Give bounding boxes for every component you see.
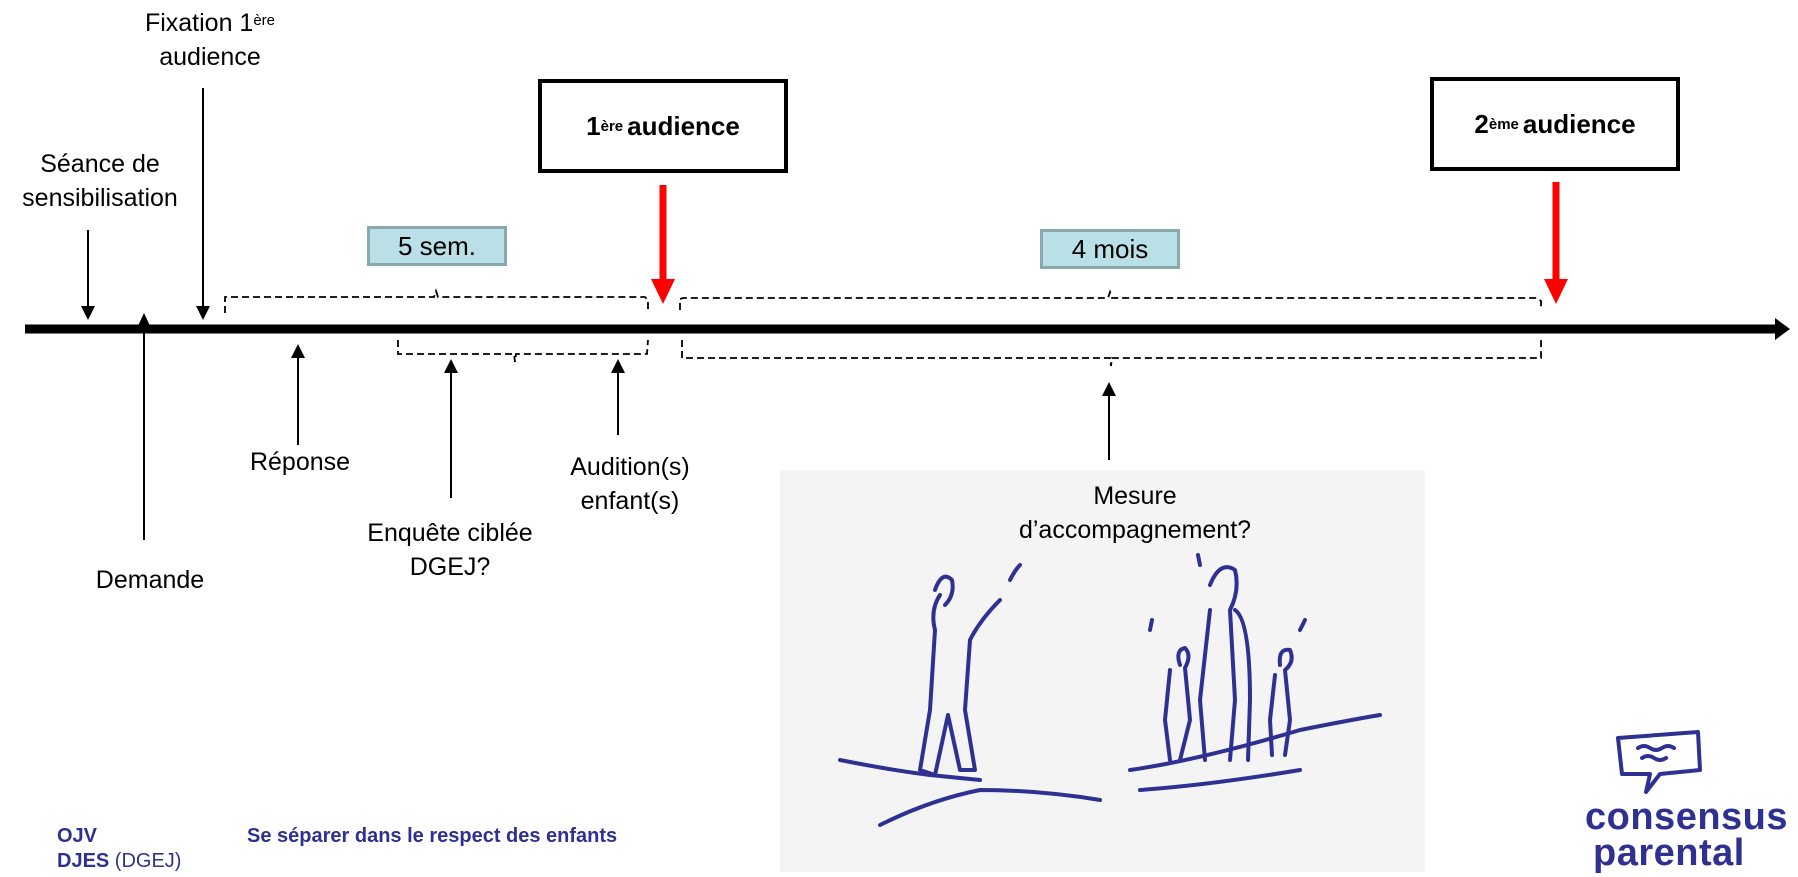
- audition-label: Audition(s) enfant(s): [570, 453, 690, 515]
- timeline-arrowhead: [1775, 318, 1790, 340]
- duration-five-weeks: 5 sem.: [367, 226, 507, 266]
- illustration-drawing: [838, 553, 1382, 827]
- reponse-label: Réponse: [249, 448, 351, 476]
- footer-org-ojv: OJV: [57, 825, 98, 847]
- brace-investigation: [397, 339, 649, 363]
- enquete-label: Enquête ciblée DGEJ?: [367, 519, 533, 581]
- logo-wordmark-line1: consensus: [1585, 796, 1789, 838]
- demande-label: Demande: [95, 566, 205, 594]
- brace-four-months: [679, 289, 1542, 310]
- duration-four-months: 4 mois: [1040, 229, 1180, 269]
- speech-bubble-logo-icon: [1616, 730, 1702, 794]
- mesure-label: Mesure d’accompagnement?: [1010, 479, 1260, 547]
- brace-five-weeks: [224, 288, 649, 313]
- footer-tagline: Se séparer dans le respect des enfants: [247, 825, 618, 847]
- brace-measure: [681, 340, 1542, 367]
- seance-label: Séance de sensibilisation: [22, 150, 178, 212]
- fixation-label: Fixation 1ère audience: [144, 9, 276, 71]
- footer-org-djes: DJES (DGEJ): [57, 850, 182, 872]
- logo-wordmark-line2: parental: [1593, 832, 1745, 874]
